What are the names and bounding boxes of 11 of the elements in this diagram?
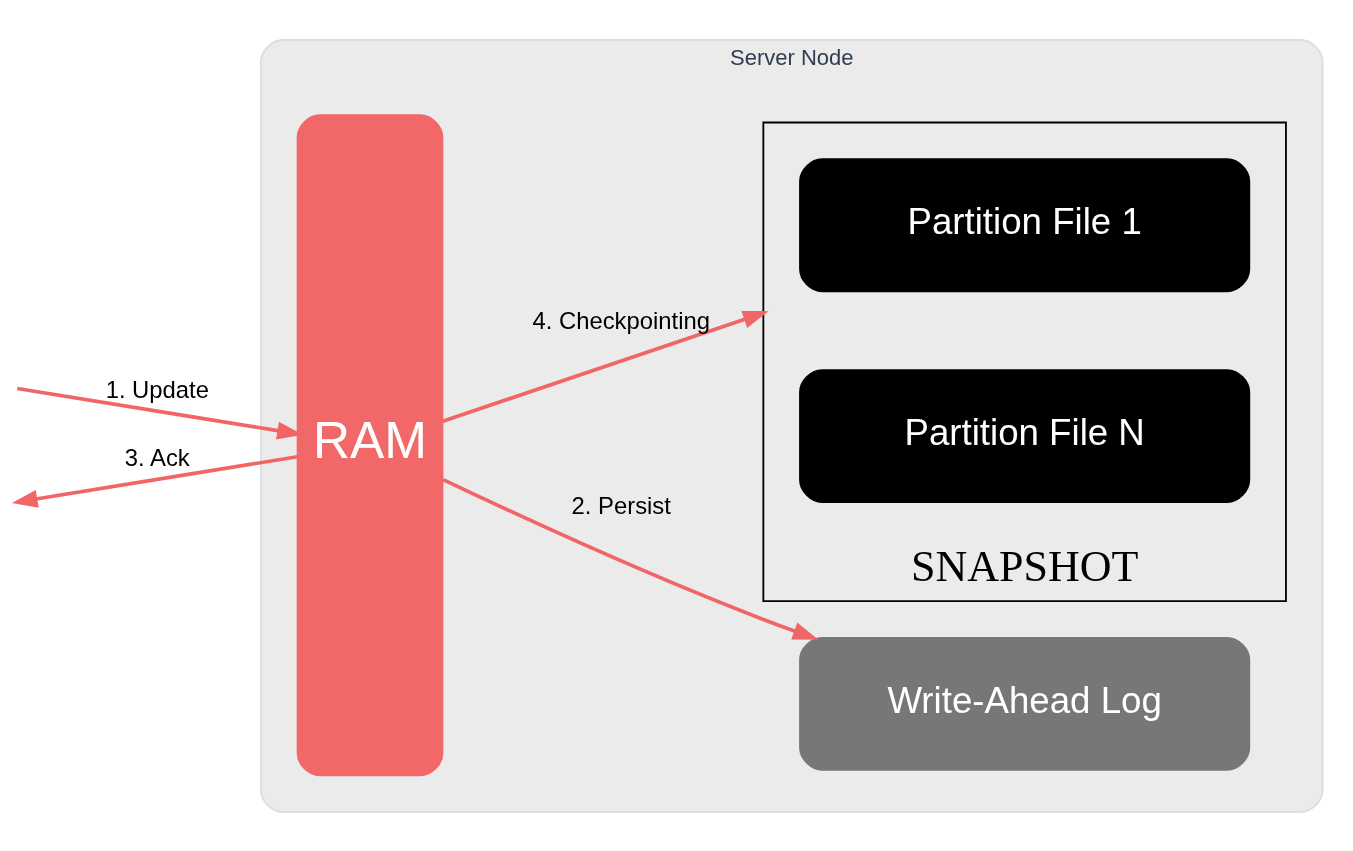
node-box: RAM <box>296 113 444 776</box>
node-box: Partition File 1 <box>799 157 1251 292</box>
edge-label: 4. Checkpointing <box>532 306 710 334</box>
arrow <box>442 477 819 640</box>
edge-label: 1. Update <box>105 375 209 403</box>
edge-label: 3. Ack <box>124 443 190 471</box>
node-box: Write-Ahead Log <box>799 636 1251 771</box>
arrow <box>442 310 769 423</box>
node-box: Partition File N <box>799 368 1251 503</box>
edge-label: 2. Persist <box>571 491 671 519</box>
arrow <box>11 454 298 508</box>
